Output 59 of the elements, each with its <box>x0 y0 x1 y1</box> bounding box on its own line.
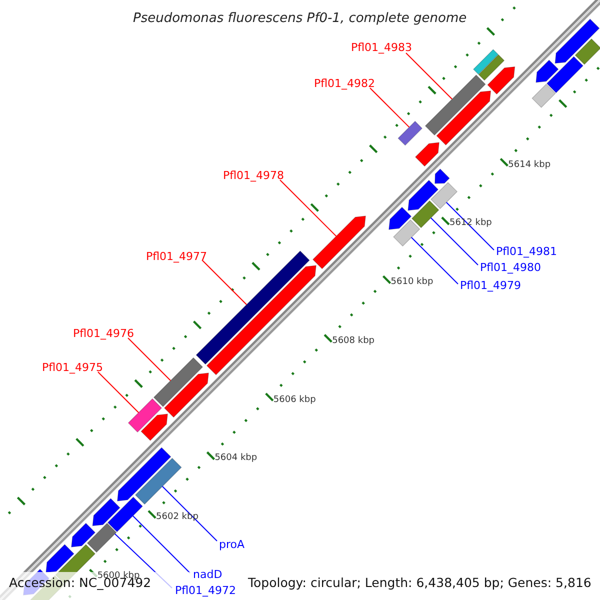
leader-line <box>446 202 494 250</box>
leader-line <box>370 88 410 128</box>
gene-box <box>424 74 486 136</box>
gene-label: Pfl01_4978 <box>223 170 284 180</box>
gene-label: Pfl01_4979 <box>460 280 522 290</box>
gene-box <box>532 84 556 108</box>
leader-line <box>128 338 172 382</box>
gene-box <box>478 54 505 81</box>
gene-pentagon <box>434 168 450 184</box>
gene-label: Pfl01_4972 <box>175 584 236 596</box>
leader-line <box>162 486 218 542</box>
gene-label: Pfl01_4981 <box>496 246 558 256</box>
gene-label: Pfl01_4983 <box>351 42 412 52</box>
gene-label: Pfl01_4975 <box>42 362 104 372</box>
gene-pentagon <box>206 265 316 376</box>
gene-pentagon <box>487 66 516 95</box>
gene-pentagon <box>536 60 559 83</box>
gene-box <box>430 182 458 210</box>
gene-box <box>107 496 143 532</box>
gene-box <box>411 200 440 228</box>
gene-label: Pfl01_4976 <box>73 328 134 338</box>
scale-label: 5614 kbp <box>508 160 551 170</box>
scale-label: 5610 kbp <box>390 278 434 288</box>
gene-pentagon <box>436 90 492 146</box>
gene-pentagon <box>554 18 600 64</box>
gene-pentagon <box>92 498 120 526</box>
gene-box <box>86 522 117 553</box>
gene-pentagon <box>408 180 439 211</box>
leader-line <box>132 515 190 574</box>
gene-label: Pfl01_4982 <box>314 78 376 88</box>
map-title: Pseudomonas fluorescens Pf0-1, complete genome <box>133 12 467 24</box>
gene-box <box>393 219 420 247</box>
gene-pentagon <box>388 206 412 230</box>
leader-line <box>280 180 337 237</box>
scale-label: 5608 kbp <box>332 336 374 346</box>
gene-box <box>472 49 499 75</box>
gene-box <box>153 357 204 408</box>
leader-line <box>202 260 248 306</box>
scale-label: 5606 kbp <box>273 396 316 405</box>
gene-box <box>128 398 162 433</box>
leader-line <box>98 372 140 414</box>
gene-box <box>398 120 423 146</box>
gene-label: nadD <box>193 568 222 580</box>
leader-line <box>410 236 458 284</box>
gene-pentagon <box>414 142 440 167</box>
leader-line <box>430 217 478 266</box>
genome-stats-text: Topology: circular; Length: 6,438,405 bp; Genes: 5,816 <box>248 576 592 589</box>
gene-box <box>574 38 600 65</box>
gene-label: Pfl01_4977 <box>146 250 208 262</box>
gene-pentagon <box>140 414 168 441</box>
gene-pentagon <box>164 372 209 418</box>
gene-pentagon <box>117 447 172 502</box>
scale-label: 5604 kbp <box>214 454 258 464</box>
gene-pentagon <box>71 522 96 548</box>
leader-line <box>406 52 453 100</box>
gene-box <box>134 458 182 505</box>
gene-pentagon <box>312 216 366 270</box>
gene-label: Pfl01_4980 <box>480 262 542 272</box>
gene-label: proA <box>219 538 245 550</box>
